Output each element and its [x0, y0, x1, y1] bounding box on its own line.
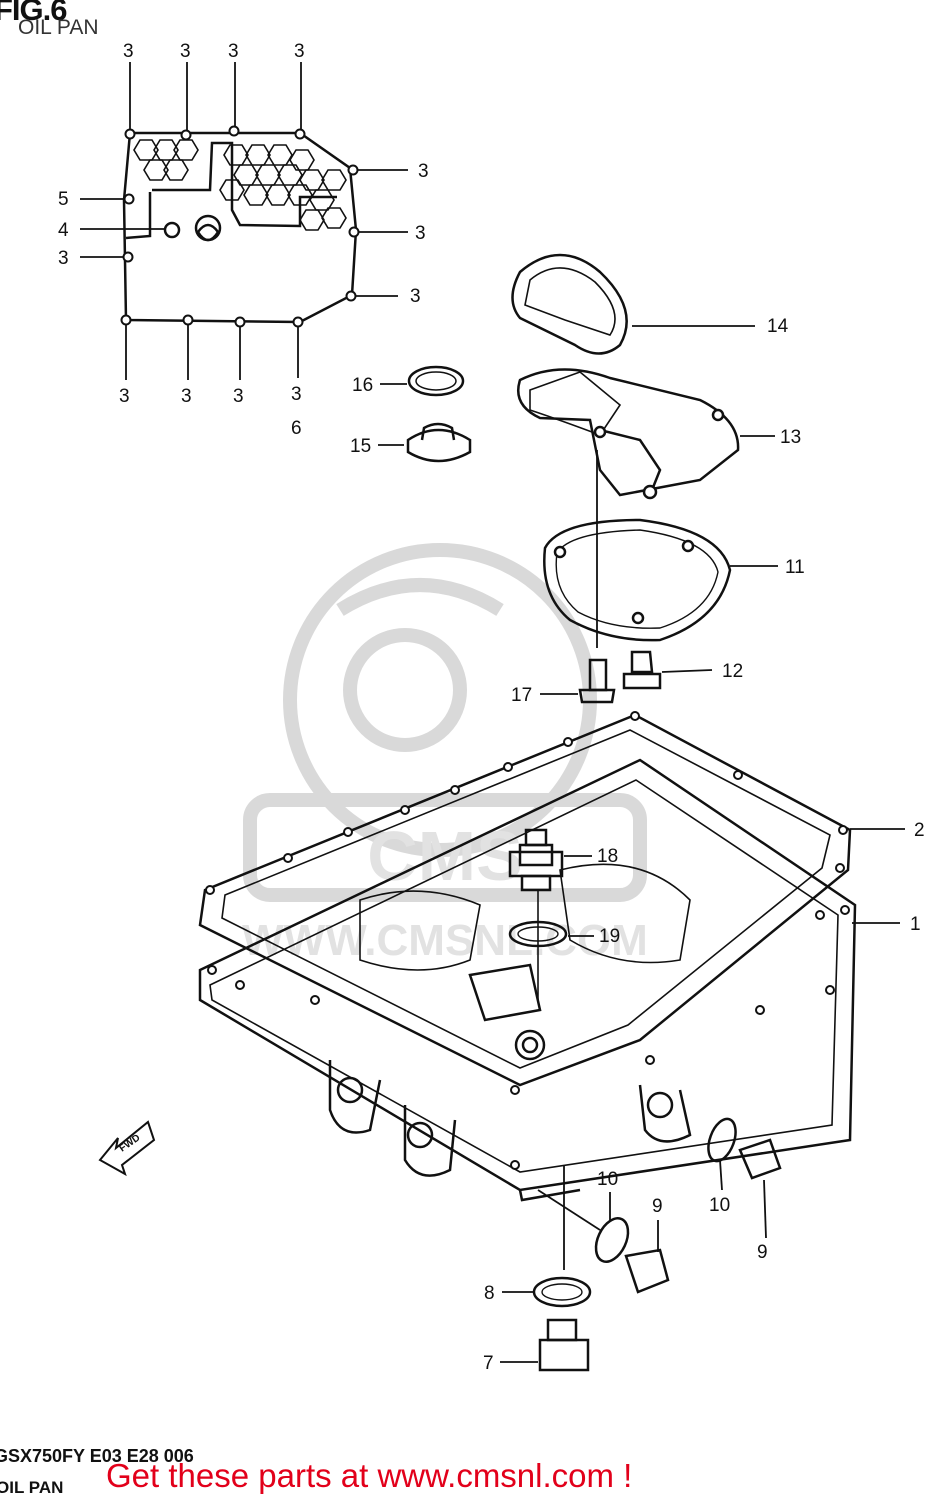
- callout-3: 3: [410, 286, 421, 307]
- callout-8: 8: [484, 1283, 495, 1304]
- baffle-plate-assembly: [80, 62, 408, 380]
- watermark: [243, 543, 647, 902]
- part-group-name: OIL PAN: [0, 1478, 64, 1497]
- callout-3: 3: [418, 161, 429, 182]
- callout-17: 17: [511, 685, 532, 706]
- callout-12: 12: [722, 661, 743, 682]
- callout-2: 2: [914, 820, 925, 841]
- callout-10: 10: [709, 1195, 730, 1216]
- callout-19: 19: [599, 926, 620, 947]
- callout-15: 15: [350, 436, 371, 457]
- watermark-brand: CMS: [367, 817, 523, 895]
- callout-6: 6: [291, 418, 302, 439]
- callout-3: 3: [233, 386, 244, 407]
- callout-3: 3: [291, 384, 302, 405]
- callout-3: 3: [119, 386, 130, 407]
- callout-4: 4: [58, 220, 69, 241]
- oil-pan-and-gasket: [198, 711, 905, 1202]
- callout-3: 3: [181, 386, 192, 407]
- callout-16: 16: [352, 375, 373, 396]
- callout-13: 13: [780, 427, 801, 448]
- figure-subtitle: OIL PAN: [18, 16, 99, 39]
- callout-3: 3: [123, 41, 134, 62]
- callout-10: 10: [597, 1169, 618, 1190]
- callout-9: 9: [757, 1242, 768, 1263]
- callout-3: 3: [415, 223, 426, 244]
- callout-3: 3: [294, 41, 305, 62]
- callout-3: 3: [58, 248, 69, 269]
- forward-direction-arrow-icon: FWD: [98, 1120, 156, 1177]
- callout-18: 18: [597, 846, 618, 867]
- oil-pressure-switch-18-19: [508, 828, 594, 1000]
- callout-7: 7: [483, 1353, 494, 1374]
- callout-11: 11: [785, 557, 805, 578]
- watermark-url: WWW.CMSNL.COM: [242, 916, 648, 965]
- model-code: GSX750FY E03 E28 006: [0, 1446, 194, 1466]
- bolts-12-17: [540, 650, 713, 704]
- callout-1: 1: [910, 914, 921, 935]
- oring-and-plug-16-15: [378, 365, 472, 463]
- callout-3: 3: [180, 41, 191, 62]
- callout-14: 14: [767, 316, 789, 337]
- figure-title: FIG.6: [0, 0, 68, 27]
- promo-link[interactable]: Get these parts at www.cmsnl.com !: [106, 1457, 633, 1494]
- callout-9: 9: [652, 1196, 663, 1217]
- callout-3: 3: [228, 41, 239, 62]
- callout-5: 5: [58, 189, 69, 210]
- strainer-cover-assembly: [511, 253, 778, 648]
- callout-labels: 3 3 3 3 3 3 3 5 4 3 3 3 3 3 6 14 16 15 1…: [58, 41, 925, 1374]
- drain-plugs-7-10: [500, 1117, 782, 1372]
